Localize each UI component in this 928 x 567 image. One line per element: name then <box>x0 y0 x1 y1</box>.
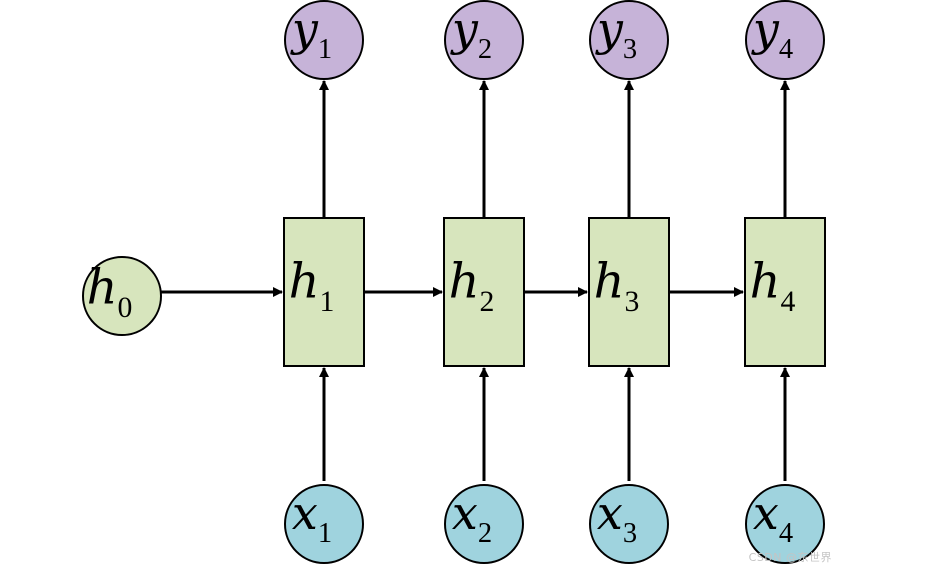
node-y2-label: y2 <box>450 2 492 65</box>
node-h3 <box>588 217 670 367</box>
node-x1 <box>284 484 364 564</box>
node-h3-label: h3 <box>594 253 640 317</box>
node-x3-label: x3 <box>597 486 637 549</box>
node-x4-label: x4 <box>753 486 793 549</box>
node-x2 <box>444 484 524 564</box>
node-y3 <box>589 0 669 80</box>
node-h2-label: h2 <box>449 253 495 317</box>
watermark: CSDN @东世界 <box>748 551 832 564</box>
node-h0-label: h0 <box>87 259 133 323</box>
node-h1 <box>283 217 365 367</box>
node-x1-label: x1 <box>292 486 332 549</box>
node-h1-label: h1 <box>289 253 335 317</box>
node-h4 <box>744 217 826 367</box>
node-h2 <box>443 217 525 367</box>
node-y3-label: y3 <box>595 2 637 65</box>
node-x3 <box>589 484 669 564</box>
node-x2-label: x2 <box>452 486 492 549</box>
edges <box>161 80 790 481</box>
node-y2 <box>444 0 524 80</box>
node-x4 <box>745 484 825 564</box>
node-y1 <box>284 0 364 80</box>
node-y4 <box>745 0 825 80</box>
node-h4-label: h4 <box>750 253 796 317</box>
nodes: h0 h1 y1 x1 h2 y2 x2 h3 y3 x3 h4 y4 x4 <box>82 0 826 564</box>
node-h0 <box>82 256 162 336</box>
node-y4-label: y4 <box>751 2 793 65</box>
node-y1-label: y1 <box>290 2 332 65</box>
